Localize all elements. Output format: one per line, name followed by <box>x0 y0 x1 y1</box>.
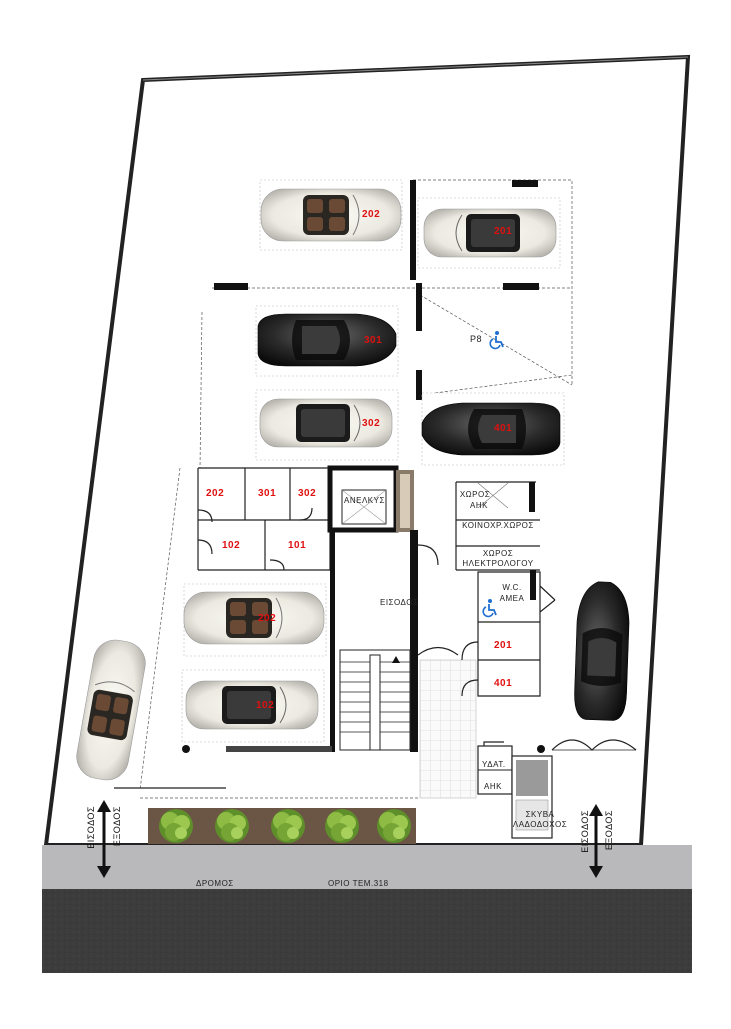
parking-label: 401 <box>494 423 513 434</box>
entry-label-west: ΕΙΣΟΔΟΣ <box>86 806 96 849</box>
car-street-east <box>573 580 631 722</box>
car-401 <box>421 402 561 456</box>
tiled-ramp <box>419 659 477 799</box>
parking-label: 301 <box>364 335 383 346</box>
meter-room-label: ΑΗΚ <box>470 501 488 510</box>
bin-room-label: ΣΚΥΒΑ <box>525 810 555 819</box>
electric-meter-label: ΑΗΚ <box>484 782 502 791</box>
exit-label-west: ΕΞΟΔΟΣ <box>112 806 122 847</box>
parking-label: 302 <box>362 418 381 429</box>
elevator-label: ΑΝΕΛΚΥΣ <box>344 496 385 505</box>
services-block <box>417 481 637 839</box>
meter-room-label: ΧΩΡΟΣ <box>459 490 491 499</box>
parking-label: 202 <box>258 613 277 624</box>
storage-unit-label: 301 <box>258 488 277 499</box>
car-201 <box>423 208 557 258</box>
shrub <box>325 809 359 843</box>
parking-label: 102 <box>256 700 275 711</box>
parking-label: 201 <box>494 226 513 237</box>
storage-unit-label: 302 <box>298 488 317 499</box>
storage-unit-label: 401 <box>494 678 513 689</box>
accessible-parking-label: P8 <box>470 334 483 344</box>
shrub <box>215 809 249 843</box>
building-core <box>226 465 418 752</box>
parking-outline-top <box>413 179 573 385</box>
sidewalk <box>42 845 692 889</box>
accessible-hatch <box>419 294 573 386</box>
storage-unit-label: 202 <box>206 488 225 499</box>
shrub <box>377 809 411 843</box>
wall-segment <box>410 180 416 280</box>
entrance-label: ΕΙΣΟΔΟΣ <box>380 598 419 607</box>
exit-label-east: ΕΞΟΔΟΣ <box>604 810 614 851</box>
parking-outline-left <box>199 311 203 469</box>
storage-unit-label: 201 <box>494 640 513 651</box>
storage-unit-label: 101 <box>288 540 307 551</box>
wc-label: ΑΜΕΑ <box>499 594 525 603</box>
common-room-label: ΚΟΙΝΟΧΡ.ΧΩΡΟΣ <box>462 521 534 530</box>
shrub <box>159 809 193 843</box>
water-meter-label: ΥΔΑΤ. <box>482 760 506 769</box>
entry-label-east: ΕΙΣΟΔΟΣ <box>580 810 590 853</box>
bin-room-label: ΛΑΔΟΔΟΧΟΣ <box>512 820 568 829</box>
parking-label: 202 <box>362 209 381 220</box>
storage-units <box>197 467 331 571</box>
parking-outline-west <box>139 467 181 791</box>
storage-unit-label: 102 <box>222 540 241 551</box>
shrub <box>271 809 305 843</box>
wheelchair-icon <box>482 599 497 618</box>
entry-exit-arrow-west <box>97 800 111 878</box>
entry-exit-arrow-east <box>589 804 603 878</box>
car-202-ground <box>183 591 325 645</box>
boundary-label: ΟΡΙΟ ΤΕΜ.318 <box>328 879 389 888</box>
electrician-room-label: ΗΛΕΚΤΡΟΛΟΓΟΥ <box>462 559 534 568</box>
road-label: ΔΡΟΜΟΣ <box>196 879 234 888</box>
electrician-room-label: ΧΩΡΟΣ <box>482 549 514 558</box>
road <box>42 889 692 973</box>
wc-label: W.C. <box>502 583 522 592</box>
car-102-ground <box>185 680 319 730</box>
